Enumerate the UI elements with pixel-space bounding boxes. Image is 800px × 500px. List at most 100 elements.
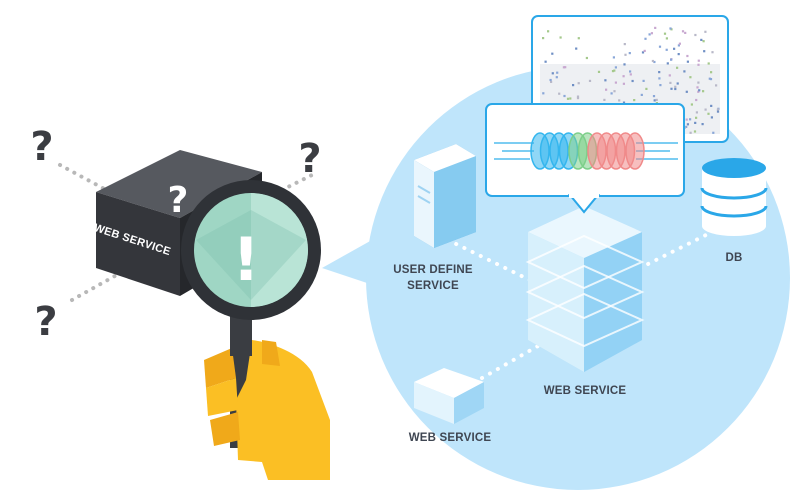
scatter-dot bbox=[674, 85, 677, 88]
web-service-stack bbox=[525, 206, 645, 372]
scatter-dot bbox=[558, 92, 561, 95]
scatter-dot bbox=[709, 78, 713, 81]
scatter-dot bbox=[629, 73, 632, 76]
scatter-dot bbox=[588, 79, 592, 82]
question-connectors bbox=[58, 163, 320, 302]
web-service-small-label: WEB SERVICE bbox=[408, 432, 492, 444]
scatter-dot bbox=[712, 131, 715, 134]
scatter-dot bbox=[547, 30, 550, 33]
scatter-dot bbox=[603, 98, 606, 101]
scatter-dot bbox=[686, 123, 689, 126]
scatter-dot bbox=[665, 37, 668, 40]
scatter-dot bbox=[674, 87, 677, 91]
scatter-dot bbox=[613, 90, 616, 93]
scatter-dot bbox=[694, 33, 697, 37]
scatter-dot bbox=[708, 77, 711, 80]
scatter-dot bbox=[684, 31, 687, 34]
scatter-dot bbox=[641, 51, 645, 54]
scatter-dot bbox=[697, 59, 700, 62]
scatter-dot bbox=[695, 116, 698, 119]
scatter-dot bbox=[642, 79, 645, 82]
scatter-dot bbox=[669, 27, 672, 30]
scatter-dot bbox=[551, 72, 554, 75]
scatter-dot bbox=[678, 42, 681, 45]
scatter-dot bbox=[693, 130, 697, 133]
scatter-dot bbox=[707, 62, 710, 65]
scatter-dot bbox=[652, 95, 656, 98]
scatter-dot bbox=[658, 71, 661, 74]
scatter-dot bbox=[597, 70, 601, 73]
scatter-dot bbox=[550, 80, 553, 83]
scatter-dot bbox=[701, 123, 704, 126]
scatter-dot bbox=[659, 84, 662, 87]
scatter-dot bbox=[702, 90, 705, 93]
scatter-dot bbox=[668, 74, 671, 77]
scatter-dot bbox=[618, 99, 621, 102]
scatter-dot bbox=[697, 81, 700, 84]
scatter-dot bbox=[715, 84, 718, 87]
question-mark-icon: ? bbox=[30, 124, 53, 170]
scatter-dot bbox=[622, 101, 626, 104]
scatter-dot bbox=[610, 92, 613, 95]
scatter-dot bbox=[683, 70, 686, 73]
scatter-dot bbox=[698, 89, 701, 92]
scatter-dot bbox=[670, 87, 673, 90]
scatter-dot bbox=[575, 47, 578, 50]
user-define-service-label: USER DEFINE SERVICE bbox=[393, 264, 473, 292]
scatter-dot bbox=[559, 36, 562, 39]
scatter-dot bbox=[576, 95, 580, 98]
scatter-dot bbox=[690, 103, 693, 106]
scatter-dot bbox=[556, 71, 559, 74]
scatter-dot bbox=[551, 52, 554, 55]
scatter-dot bbox=[670, 58, 673, 61]
scatter-dot bbox=[669, 81, 672, 84]
scatter-dot bbox=[716, 110, 720, 113]
scatter-dot bbox=[563, 94, 566, 98]
scatter-dot bbox=[686, 60, 689, 63]
scatter-dot bbox=[716, 108, 719, 111]
scatter-dot bbox=[622, 82, 625, 85]
scatter-dot bbox=[677, 53, 680, 56]
scatter-dot bbox=[613, 69, 616, 72]
scatter-dot bbox=[665, 48, 668, 51]
scatter-dot bbox=[686, 54, 689, 58]
db-label: DB bbox=[725, 252, 743, 264]
network-connectors bbox=[446, 226, 722, 380]
scatter-dot bbox=[648, 33, 651, 36]
scatter-dot bbox=[624, 53, 627, 56]
scatter-dot bbox=[711, 51, 714, 54]
scatter-dot bbox=[676, 66, 679, 69]
scatter-dot bbox=[643, 49, 646, 52]
scatter-dot bbox=[577, 37, 580, 40]
scatter-dot bbox=[689, 76, 692, 79]
hand-icon bbox=[204, 336, 330, 480]
scatter-dot bbox=[685, 118, 688, 121]
scatter-dot bbox=[704, 108, 707, 111]
scatter-dot bbox=[702, 40, 705, 43]
scatter-dot bbox=[689, 118, 692, 121]
question-mark-icon: ? bbox=[298, 136, 321, 182]
scatter-dot bbox=[695, 98, 698, 102]
scatter-dot bbox=[655, 98, 658, 101]
scatter-dot bbox=[676, 82, 679, 85]
scatter-dot bbox=[666, 62, 669, 65]
scatter-dot bbox=[566, 97, 570, 100]
scatter-dot bbox=[564, 66, 567, 69]
scatter-dot bbox=[644, 37, 647, 40]
scatter-dot bbox=[633, 99, 636, 102]
scatter-dot bbox=[623, 43, 626, 46]
scatter-dot bbox=[631, 79, 634, 83]
scatter-dot bbox=[685, 125, 688, 128]
web-service-main-label: WEB SERVICE bbox=[543, 385, 627, 397]
scatter-dot bbox=[612, 56, 615, 59]
scatter-dot bbox=[650, 32, 653, 35]
scatter-dot bbox=[542, 92, 545, 95]
scatter-dot bbox=[629, 70, 632, 73]
scatter-dot bbox=[576, 97, 580, 100]
scatter-dot bbox=[697, 90, 700, 93]
scatter-dot bbox=[614, 66, 617, 69]
scatter-dot bbox=[605, 88, 608, 91]
signal-card bbox=[485, 103, 685, 214]
